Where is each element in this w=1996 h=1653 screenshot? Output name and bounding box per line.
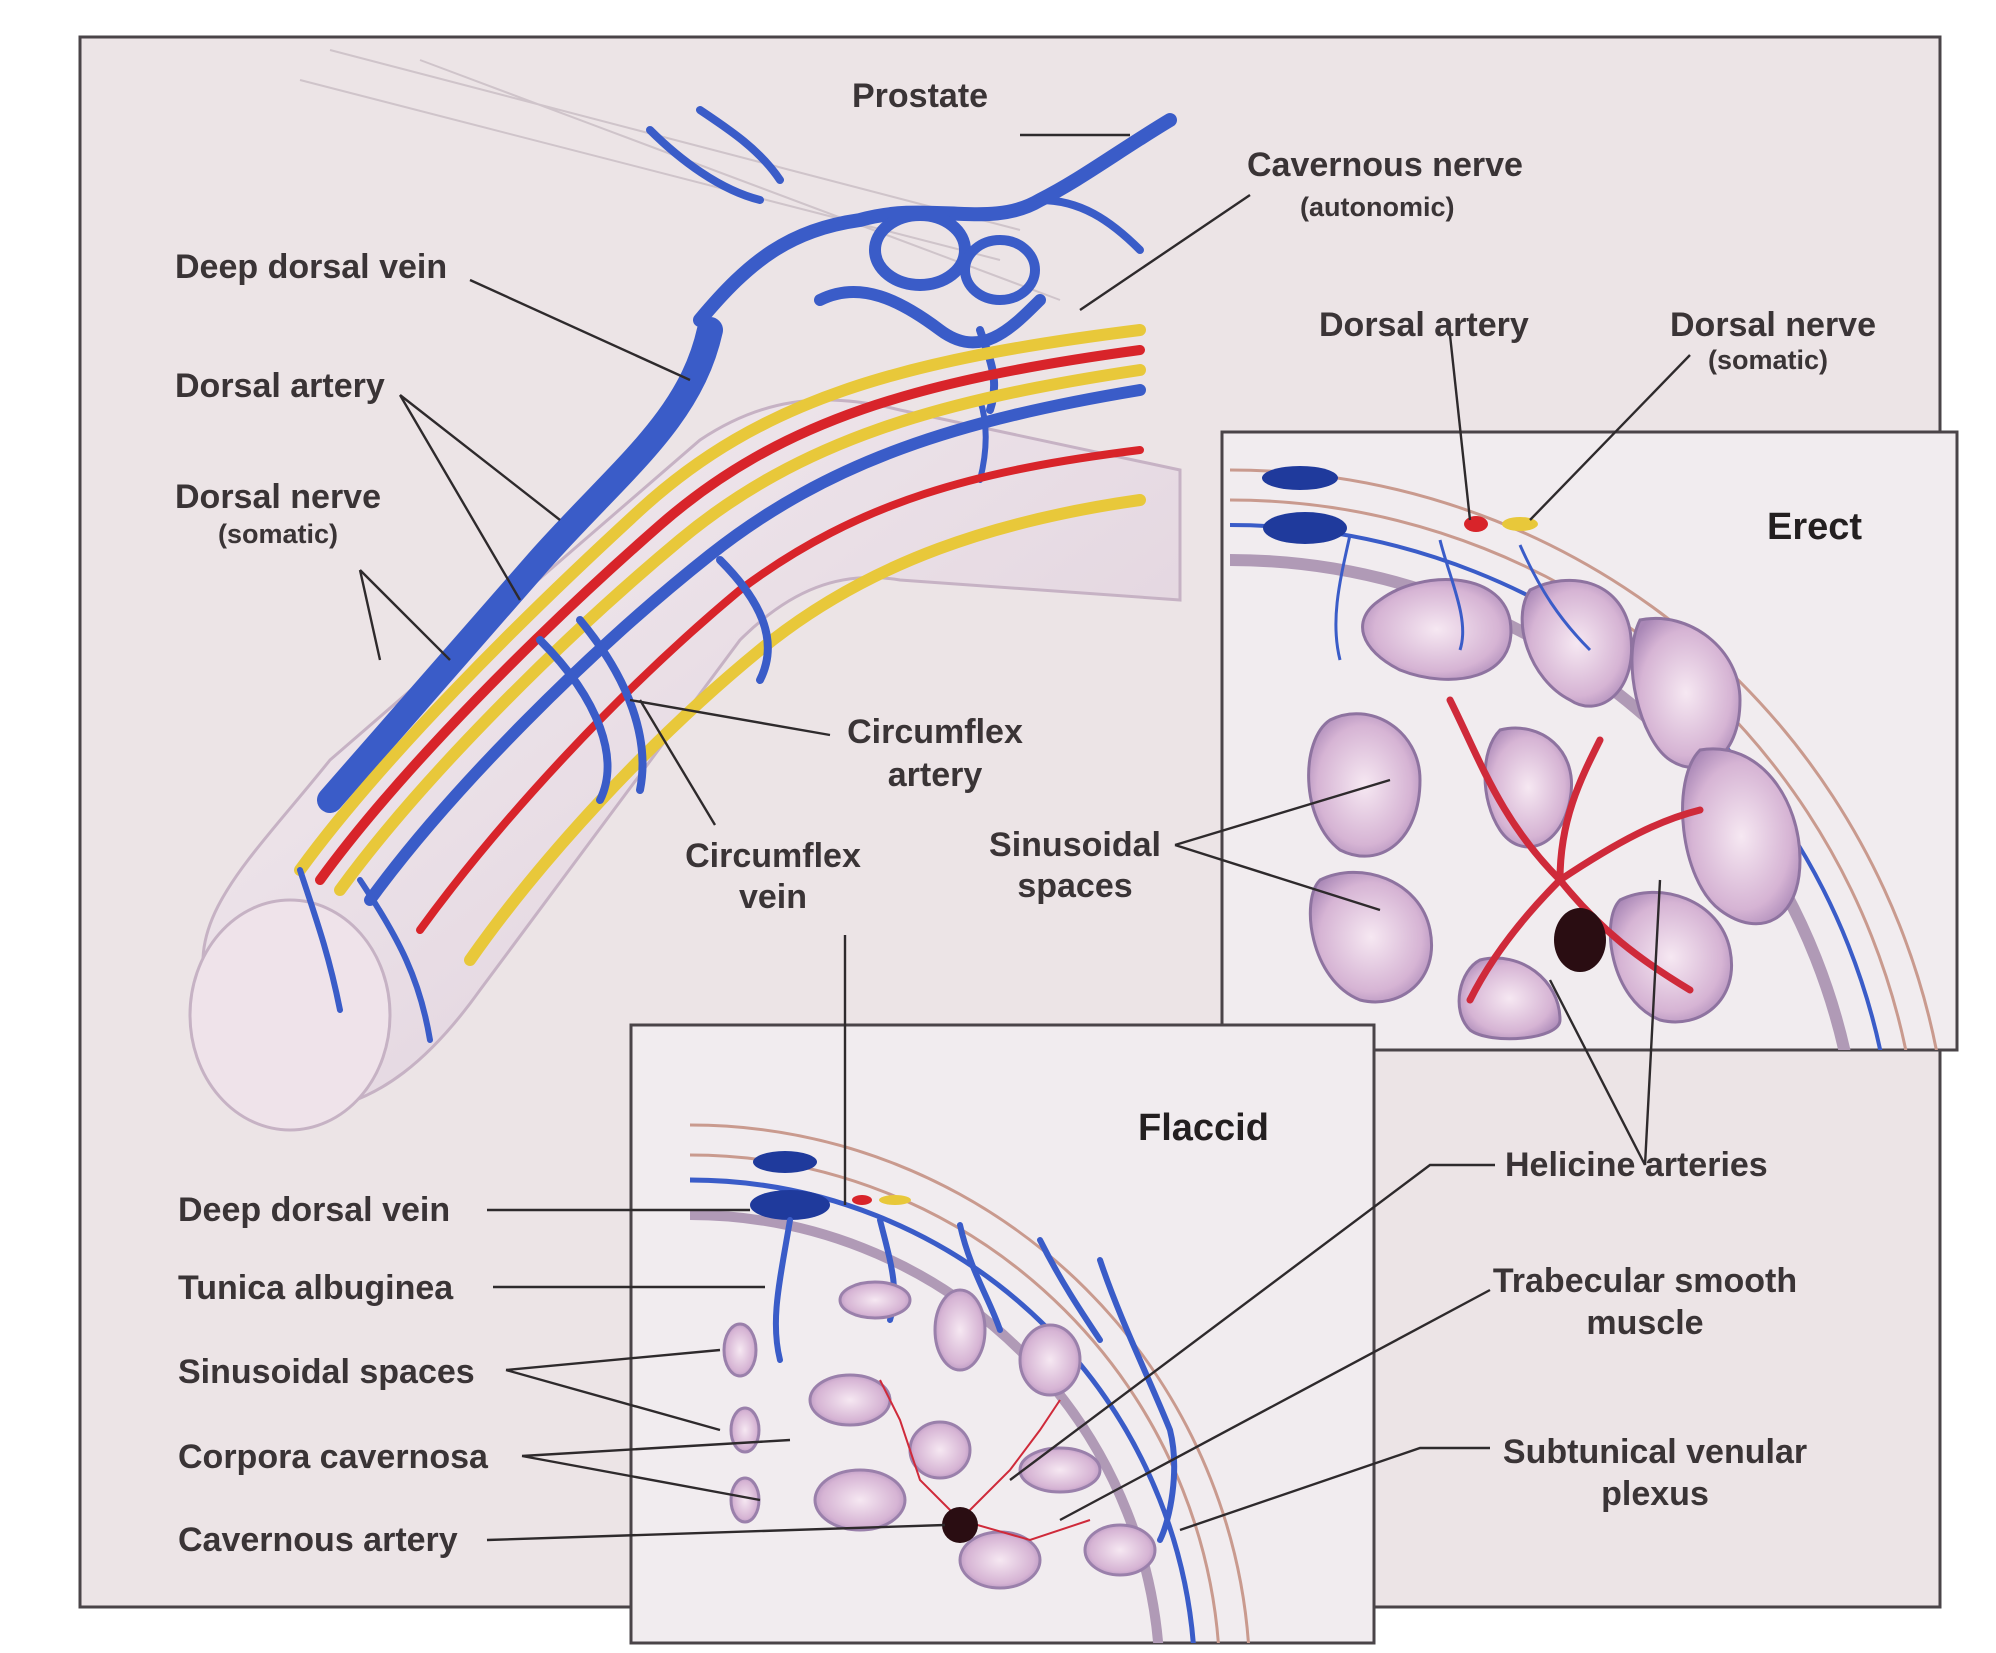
label-sinusoidal-right-2: spaces [1017, 867, 1133, 905]
erect-title: Erect [1767, 506, 1863, 548]
label-tunica-albuginea: Tunica albuginea [178, 1269, 454, 1307]
label-circumflex-vein-1: Circumflex [685, 837, 861, 875]
label-subtunical-2: plexus [1601, 1475, 1709, 1513]
label-trabecular-2: muscle [1586, 1304, 1704, 1342]
label-deep-dorsal-vein-top: Deep dorsal vein [175, 248, 448, 286]
label-trabecular-1: Trabecular smooth [1492, 1262, 1798, 1300]
label-dorsal-nerve-left-sub: (somatic) [218, 519, 339, 549]
label-dorsal-nerve-right-sub: (somatic) [1708, 345, 1829, 375]
label-cavernous-nerve-sub: (autonomic) [1300, 192, 1455, 222]
label-cavernous-artery: Cavernous artery [178, 1521, 458, 1559]
label-subtunical-1: Subtunical venular [1502, 1433, 1808, 1471]
leader-lines [358, 133, 1691, 1542]
label-deep-dorsal-vein-bottom: Deep dorsal vein [178, 1191, 451, 1229]
label-prostate: Prostate [852, 77, 989, 115]
label-circumflex-vein-2: vein [738, 878, 808, 916]
glans [188, 898, 392, 1132]
label-corpora-cavernosa: Corpora cavernosa [178, 1438, 488, 1476]
label-cavernous-nerve: Cavernous nerve [1247, 146, 1523, 184]
label-circumflex-artery-1: Circumflex [847, 713, 1023, 751]
label-sinusoidal-right-1: Sinusoidal [989, 826, 1161, 864]
flaccid-inset [629, 1023, 1376, 1645]
label-sinusoidal-spaces-left: Sinusoidal spaces [178, 1353, 475, 1391]
label-dorsal-nerve-left: Dorsal nerve [175, 478, 381, 516]
label-dorsal-nerve-right: Dorsal nerve [1670, 306, 1876, 344]
label-helicine-arteries: Helicine arteries [1505, 1146, 1768, 1184]
label-circumflex-artery-2: artery [887, 756, 983, 794]
label-dorsal-artery-left: Dorsal artery [175, 367, 385, 405]
flaccid-title: Flaccid [1138, 1107, 1269, 1149]
vessel-bundle [294, 317, 1146, 1043]
erect-inset [1220, 430, 1959, 1052]
label-dorsal-artery-right: Dorsal artery [1319, 306, 1529, 344]
penis-shaft [188, 398, 1182, 1132]
